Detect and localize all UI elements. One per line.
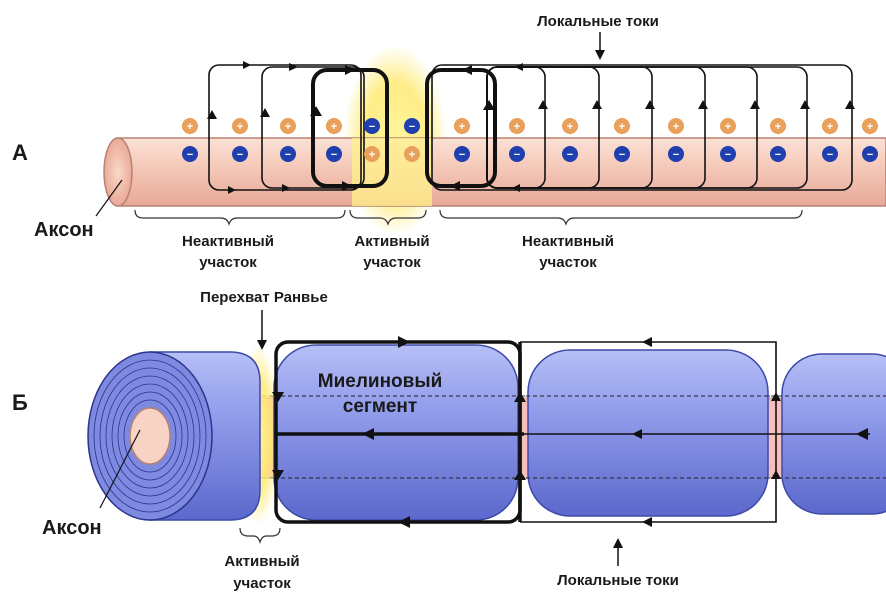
inactive-zone-left-line2: участок [199,254,257,271]
charge-plus: + [862,118,878,134]
local-currents-pointer-arrow-b [613,538,623,566]
svg-text:−: − [285,149,291,161]
charge-plus: + [770,118,786,134]
myelin-segment-label-line1: Миелиновый [318,371,443,392]
charge-minus: − [280,146,296,162]
svg-text:+: + [459,121,465,133]
active-zone-b-line1: Активный [224,553,299,570]
charge-minus: − [770,146,786,162]
charge-plus: + [280,118,296,134]
active-zone-a-line2: участок [363,254,421,271]
svg-text:−: − [514,149,520,161]
charge-plus: + [454,118,470,134]
charge-plus: + [614,118,630,134]
svg-text:−: − [237,149,243,161]
axon-label-a: Аксон [34,219,94,241]
active-zone-a-line1: Активный [354,233,429,250]
charge-plus: + [182,118,198,134]
charge-plus: + [562,118,578,134]
charge-plus: + [668,118,684,134]
local-currents-label-bottom: Локальные токи [557,572,679,589]
svg-text:−: − [867,149,873,161]
charge-minus: − [668,146,684,162]
panel-a-letter: А [12,140,28,165]
charge-plus: + [232,118,248,134]
svg-text:+: + [409,149,415,161]
myelin-segment-label-line2: сегмент [343,396,417,417]
charge-minus: − [326,146,342,162]
svg-text:+: + [827,121,833,133]
svg-text:−: − [331,149,337,161]
svg-text:+: + [619,121,625,133]
charge-plus: + [822,118,838,134]
svg-text:+: + [237,121,243,133]
inactive-zone-right-line1: Неактивный [522,233,614,250]
svg-text:+: + [775,121,781,133]
myelin-segment [528,350,768,516]
svg-text:+: + [673,121,679,133]
svg-text:−: − [459,149,465,161]
charge-minus: − [562,146,578,162]
charge-minus: − [404,118,420,134]
charge-minus: − [364,118,380,134]
svg-text:−: − [409,121,415,133]
charge-plus: + [404,146,420,162]
local-currents-label-top: Локальные токи [537,13,659,30]
active-zone-brace-b [240,528,280,542]
charge-minus: − [822,146,838,162]
panel-b-letter: Б [12,390,28,415]
svg-text:−: − [775,149,781,161]
myelin-spiral-end [88,352,260,520]
svg-text:+: + [187,121,193,133]
active-zone-b-line2: участок [233,575,291,592]
charge-plus: + [509,118,525,134]
svg-text:+: + [725,121,731,133]
charge-minus: − [862,146,878,162]
charge-plus: + [326,118,342,134]
node-pointer-arrow [257,310,267,350]
axon-label-b: Аксон [42,517,102,539]
svg-text:+: + [369,149,375,161]
svg-text:+: + [514,121,520,133]
svg-text:−: − [369,121,375,133]
charge-minus: − [454,146,470,162]
svg-text:−: − [567,149,573,161]
svg-text:+: + [567,121,573,133]
charge-plus: + [720,118,736,134]
svg-text:+: + [867,121,873,133]
svg-text:−: − [619,149,625,161]
svg-text:+: + [285,121,291,133]
charge-minus: − [232,146,248,162]
svg-text:−: − [673,149,679,161]
svg-text:−: − [187,149,193,161]
inactive-zone-right-line2: участок [539,254,597,271]
svg-text:−: − [827,149,833,161]
charge-minus: − [509,146,525,162]
charge-plus: + [364,146,380,162]
axon-end-cap-a [104,138,132,206]
node-of-ranvier-label: Перехват Ранвье [200,289,328,306]
local-currents-pointer-arrow [595,32,605,60]
charge-minus: − [720,146,736,162]
charge-minus: − [614,146,630,162]
charge-minus: − [182,146,198,162]
axon-cross-section [130,408,170,464]
svg-text:+: + [331,121,337,133]
svg-text:−: − [725,149,731,161]
inactive-zone-left-line1: Неактивный [182,233,274,250]
zone-braces-a [135,210,802,224]
